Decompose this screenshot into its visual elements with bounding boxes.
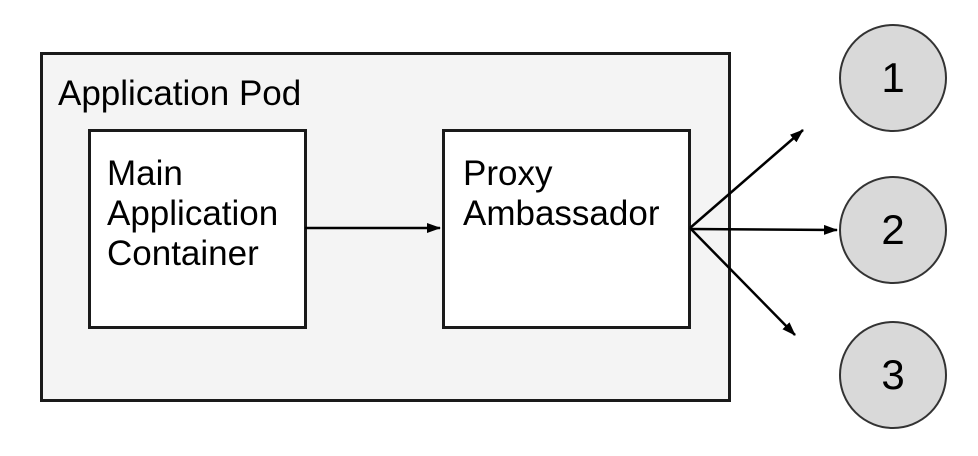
endpoint-circle-1: 1 [839, 24, 947, 132]
main-application-container-node: Main Application Container [88, 129, 307, 329]
endpoint-3-label: 3 [881, 351, 905, 398]
main-application-container-label: Main Application Container [107, 154, 279, 273]
endpoint-circle-3: 3 [839, 321, 947, 429]
application-pod-label: Application Pod [58, 74, 302, 113]
endpoint-1-label: 1 [881, 54, 905, 101]
proxy-ambassador-label: Proxy Ambassador [463, 154, 660, 233]
proxy-ambassador-node: Proxy Ambassador [442, 129, 691, 329]
endpoint-2-label: 2 [881, 206, 905, 253]
endpoint-circle-2: 2 [839, 176, 947, 284]
